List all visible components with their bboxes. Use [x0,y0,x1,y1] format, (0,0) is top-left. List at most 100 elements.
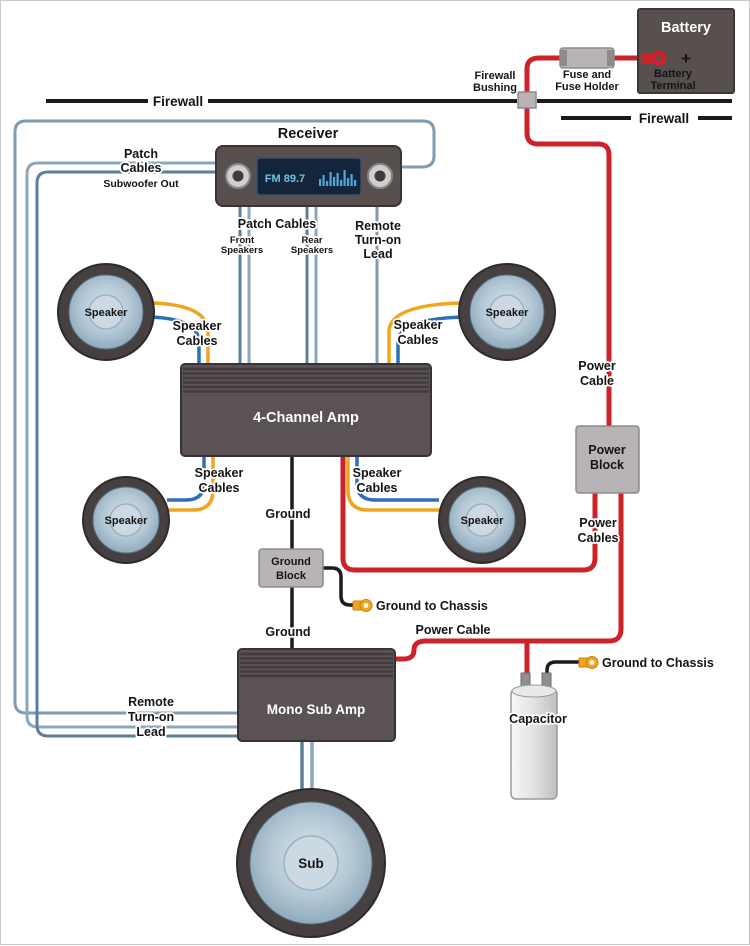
battery-terminal-tail [641,53,654,63]
capacitor-post-negative [541,672,552,688]
label-speaker-cables-tr-2: Cables [398,333,439,347]
label-patch-center: Patch Cables [238,217,317,231]
speaker-label: Speaker [85,307,129,319]
remote-turn-on-wire [13,119,436,715]
label-rear-1: Rear [301,235,322,246]
label-firewall-right: Firewall [639,111,689,126]
speaker-label: Speaker [486,307,530,319]
capacitor-top [511,684,557,698]
power-wires [340,55,644,677]
label-ground-to-chassis-1: Ground to Chassis [376,599,488,613]
label-ground-to-chassis-2: Ground to Chassis [602,656,714,670]
speaker-cable-tr-blue [396,315,464,365]
label-firewall-left: Firewall [153,94,203,109]
label-ground-block-2: Block [276,570,307,582]
receiver-to-amp-wires [238,204,379,365]
ground-wire-to-chassis-2 [545,660,580,679]
label-remote-bottom-3: Lead [136,725,165,739]
labels: Firewall Firewall Firewall Bushing Fuse … [102,20,716,741]
label-remote-bottom-1: Remote [128,695,174,709]
label-power-cables-1: Power [579,516,617,530]
label-mono-sub-amp: Mono Sub Amp [267,702,365,717]
label-power-cable-mid: Power Cable [415,623,490,637]
label-speaker-cables-bl-1: Speaker [195,466,244,480]
label-power-cable-right-2: Cable [580,374,614,388]
label-4-channel-amp: 4-Channel Amp [253,410,359,426]
label-speaker-cables-br-1: Speaker [353,466,402,480]
battery [637,8,735,94]
ground-block [258,548,324,588]
speaker-bottom-left: Speaker [82,476,170,564]
label-remote-top-3: Lead [363,247,392,261]
firewall-lines [46,99,732,120]
ground-wires [290,455,580,679]
speaker-top-right: Speaker [458,263,556,361]
label-ground-lower: Ground [265,625,310,639]
speaker-label: Speaker [105,515,149,527]
label-battery-terminal-2: Terminal [650,80,695,92]
chassis-terminal-1 [352,599,373,612]
battery-terminal-ring-hole [656,55,662,61]
speaker-cable-tr-yellow [387,301,462,365]
label-patch-left-1: Patch [124,147,158,161]
label-power-cable-right-1: Power [578,359,616,373]
label-remote-bottom-2: Turn-on [128,710,174,724]
power-block [575,425,640,494]
label-power-block-1: Power [588,443,626,457]
four-channel-amp [180,363,432,457]
capacitor-body [510,688,558,800]
subamp-heatsink-fins [240,652,393,678]
speaker-label: Speaker [461,515,505,527]
speaker-cable-bl-blue [167,455,206,502]
label-speaker-cables-tl-2: Cables [177,334,218,348]
label-ground-upper: Ground [265,507,310,521]
label-front-2: Speakers [221,245,263,256]
label-speaker-cables-tr-1: Speaker [394,318,443,332]
speaker-cables [150,301,464,796]
label-front-1: Front [230,235,255,246]
capacitor [510,672,558,800]
label-speaker-cables-tl-1: Speaker [173,319,222,333]
speaker-cable-tl-yellow [152,301,210,365]
label-fuse-1: Fuse and [563,69,611,81]
label-patch-left-3: Subwoofer Out [103,178,179,190]
chassis-terminal-2 [578,656,599,669]
plus-icon: + [681,49,691,68]
radio-frequency: FM 89.7 [265,173,305,185]
power-cable-battery-to-block [524,55,644,427]
label-capacitor: Capacitor [509,712,567,726]
spectrum-bars-icon [319,170,357,186]
label-speaker-cables-bl-2: Cables [199,481,240,495]
label-patch-left-2: Cables [121,161,162,175]
fuse-holder [559,47,615,69]
label-power-cables-2: Cables [578,531,619,545]
subwoofer-patch-wire-2 [35,170,239,738]
speaker-top-left: Speaker [57,263,155,361]
firewall-bushing [517,91,537,109]
label-battery: Battery [661,20,711,36]
tuner-knob-center [374,170,386,182]
label-power-block-2: Block [590,458,624,472]
label-firewall-bushing-2: Bushing [473,82,517,94]
subwoofer-patch-wire-1 [25,161,239,729]
label-remote-top-2: Turn-on [355,233,401,247]
mono-sub-amp [237,648,396,742]
label-fuse-2: Fuse Holder [555,81,619,93]
volume-knob-center [232,170,244,182]
ground-wire-to-chassis-1 [323,566,354,607]
power-cable-block-to-subamp [394,492,624,662]
power-cable-block-to-amp4 [340,455,598,573]
label-battery-terminal-1: Battery [654,68,693,80]
speaker-cable-tl-blue [150,315,201,365]
speaker-bottom-right: Speaker [438,476,526,564]
remote-and-patch-loop-wires [13,119,436,738]
label-ground-block-1: Ground [271,556,311,568]
label-receiver: Receiver [278,126,339,142]
speaker-cable-br-blue [355,455,439,502]
amp4-heatsink-fins [183,367,429,393]
speaker-cable-br-yellow [346,455,441,512]
label-firewall-bushing-1: Firewall [475,70,516,82]
sub-label: Sub [298,856,324,871]
